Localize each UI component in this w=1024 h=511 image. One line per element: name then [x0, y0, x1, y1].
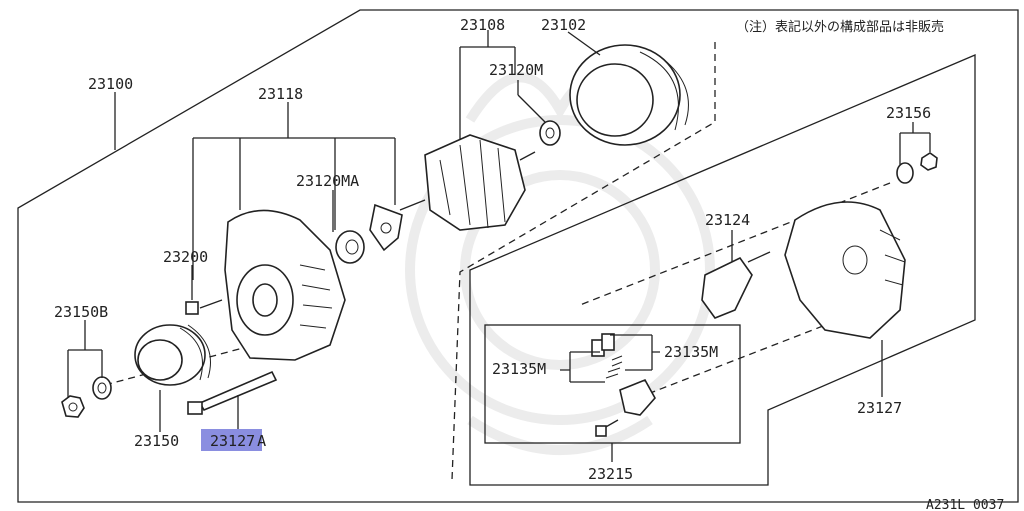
regulator-part — [701, 251, 771, 319]
pulley-nut-part — [61, 395, 85, 418]
label-23215[interactable]: 23215 — [588, 465, 633, 483]
leader-lines — [67, 30, 931, 462]
rear-cover-part — [784, 201, 906, 339]
outer-frame — [17, 9, 1019, 503]
assembly-dashes — [104, 42, 891, 481]
label-23102[interactable]: 23102 — [541, 16, 586, 34]
rear-bush-part — [896, 162, 914, 184]
pulley-washer-part — [92, 376, 112, 400]
front-bearing-part — [335, 230, 365, 264]
diagram-reference-code: A231L 0037 — [926, 498, 1004, 511]
label-23127A-number: 23127 — [210, 432, 255, 450]
retainer-plate-part — [369, 203, 403, 252]
front-housing-part — [224, 209, 346, 361]
rotor-part — [399, 134, 536, 231]
label-23120MA[interactable]: 23120MA — [296, 172, 359, 190]
brush-holder-part — [591, 333, 656, 437]
housing-bolt-part — [185, 299, 223, 315]
rear-nut-part — [920, 152, 938, 171]
label-23118[interactable]: 23118 — [258, 85, 303, 103]
stator-part — [569, 44, 689, 146]
label-23127A-suffix: A — [257, 432, 266, 450]
label-23100[interactable]: 23100 — [88, 75, 133, 93]
label-23150[interactable]: 23150 — [134, 432, 179, 450]
pulley-part — [134, 324, 211, 386]
label-23150B[interactable]: 23150B — [54, 303, 108, 321]
not-for-sale-note: （注）表記以外の構成部品は非販売 — [736, 19, 944, 35]
label-23120M[interactable]: 23120M — [489, 61, 543, 79]
label-23124[interactable]: 23124 — [705, 211, 750, 229]
label-23200[interactable]: 23200 — [163, 248, 208, 266]
through-bolt-part — [187, 370, 278, 415]
label-23156[interactable]: 23156 — [886, 104, 931, 122]
label-23135M-right[interactable]: 23135M — [664, 343, 718, 361]
rear-bearing-part — [539, 120, 561, 146]
label-23135M-left[interactable]: 23135M — [492, 360, 546, 378]
part-highlight — [201, 429, 262, 451]
label-23127[interactable]: 23127 — [857, 399, 902, 417]
label-23108[interactable]: 23108 — [460, 16, 505, 34]
rear-assembly-frame — [469, 54, 976, 486]
watermark-emblem — [405, 72, 715, 455]
